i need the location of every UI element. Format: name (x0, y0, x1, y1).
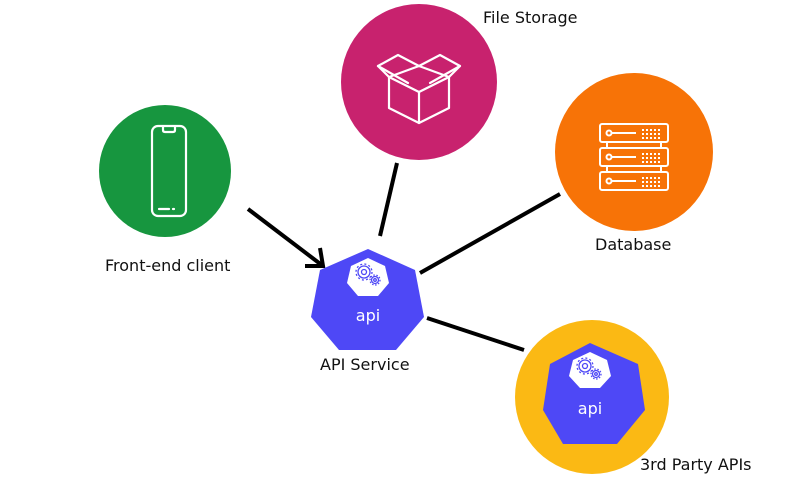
node-storage[interactable] (341, 4, 497, 160)
edges (246, 162, 561, 352)
edge-storage-api (378, 162, 399, 237)
edge-frontend-api (246, 207, 325, 268)
node-frontend[interactable] (99, 105, 231, 237)
node-api[interactable]: api (311, 249, 424, 350)
database-circle (555, 73, 713, 231)
gear-icon (355, 263, 381, 286)
label-database: Database (595, 235, 672, 254)
label-storage: File Storage (483, 8, 578, 27)
gear-icon (576, 357, 602, 380)
storage-circle (341, 4, 497, 160)
label-thirdparty: 3rd Party APIs (640, 455, 752, 474)
frontend-circle (99, 105, 231, 237)
label-frontend: Front-end client (105, 256, 231, 275)
open-box-icon (376, 53, 462, 125)
arrowhead-icon (305, 247, 326, 268)
server-rack-icon (599, 123, 669, 191)
smartphone-icon (150, 124, 188, 218)
edge-database-api (419, 192, 561, 275)
edge-thirdparty-api (426, 316, 525, 352)
thirdparty-badge-text: api (578, 399, 602, 418)
api-badge-text: api (356, 306, 380, 325)
api-heptagon (311, 249, 424, 350)
node-database[interactable] (555, 73, 713, 231)
thirdparty-heptagon (543, 343, 645, 444)
node-thirdparty[interactable]: api (515, 320, 669, 474)
label-api: API Service (320, 355, 410, 374)
